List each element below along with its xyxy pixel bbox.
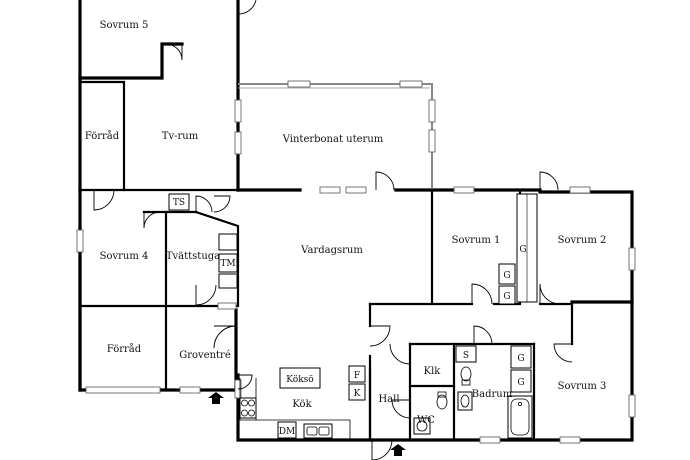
window-icon — [428, 129, 436, 153]
window-icon — [559, 436, 581, 444]
door-swing-icon — [371, 439, 393, 460]
bathtub-icon — [507, 395, 533, 439]
room-label-wc: WC — [417, 415, 435, 426]
room-label-badrum: Badrum — [472, 389, 513, 400]
door-swing-icon — [213, 195, 231, 213]
kitchen-island-label: Köksö — [286, 375, 313, 385]
room-label-sovrum1: Sovrum 1 — [452, 235, 501, 246]
tm-box — [218, 253, 238, 273]
window-icon — [345, 186, 367, 194]
room-label-sovrum2: Sovrum 2 — [558, 235, 607, 246]
room-label-sovrum4: Sovrum 4 — [100, 251, 149, 262]
ts-box — [168, 193, 190, 211]
storage-label: S — [463, 351, 469, 361]
fixtures: TS TM Köksö DM F K G G G — [168, 193, 538, 440]
room-label-klk: Klk — [424, 366, 442, 377]
window-icon — [76, 229, 84, 253]
entrance-arrow-icon — [390, 444, 406, 456]
dm-label: DM — [279, 427, 295, 437]
door-swing-icon — [369, 325, 391, 347]
room-label-forrad-top: Förråd — [85, 130, 120, 142]
tm-label: TM — [220, 259, 235, 269]
window-icon — [569, 186, 591, 194]
freezer-box — [348, 365, 366, 383]
wardrobe-box — [498, 285, 516, 305]
wardrobe-box — [510, 369, 532, 393]
room-label-vardagsrum: Vardagsrum — [300, 245, 363, 256]
window-icon — [234, 99, 242, 123]
door-swing-icon — [389, 343, 411, 365]
window-icon — [85, 386, 161, 394]
kitchen-island — [279, 367, 321, 389]
wardrobe-label: G — [517, 378, 524, 388]
wardrobe-box — [498, 263, 516, 285]
wardrobe-label: G — [503, 271, 510, 281]
door-swing-icon — [195, 195, 213, 213]
door-swing-icon — [93, 189, 115, 211]
fridge-box — [348, 383, 366, 401]
entrance-arrow-icon — [208, 392, 224, 404]
door-swing-icon — [213, 325, 237, 349]
wardrobe-label: G — [519, 245, 526, 255]
storage-box — [455, 345, 477, 363]
ts-label: TS — [173, 198, 185, 208]
window-icon — [399, 80, 423, 88]
room-label-kok: Kök — [292, 399, 312, 410]
door-swing-icon — [237, 0, 257, 15]
sink-icon — [303, 423, 333, 439]
fridge-label: K — [354, 389, 361, 399]
room-label-tv-rum: Tv-rum — [162, 131, 199, 142]
door-swing-icon — [375, 171, 395, 191]
room-label-sovrum3: Sovrum 3 — [558, 381, 607, 392]
window-icon — [287, 80, 311, 88]
door-swing-icon — [165, 43, 183, 61]
room-label-sovrum5: Sovrum 5 — [100, 20, 149, 31]
windows — [76, 80, 636, 444]
sink-icon — [413, 417, 431, 435]
dm-box — [277, 421, 297, 439]
window-icon — [234, 131, 242, 155]
wardrobe-label: G — [503, 292, 510, 302]
wardrobe-label: G — [517, 354, 524, 364]
door-swing-icon — [539, 283, 561, 305]
window-icon — [217, 302, 237, 310]
window-icon — [628, 247, 636, 271]
door-swing-icon — [473, 325, 493, 345]
room-label-hall: Hall — [378, 394, 399, 405]
window-icon — [628, 394, 636, 418]
window-icon — [179, 386, 201, 394]
door-swing-icon — [471, 283, 493, 305]
wardrobe-box — [510, 345, 532, 369]
stove-icon — [239, 397, 257, 419]
window-icon — [319, 186, 341, 194]
door-swing-icon — [195, 284, 217, 306]
room-label-tvattstuga: Tvättstuga — [166, 251, 220, 262]
tm-box-top — [218, 233, 238, 251]
toilet-icon — [436, 391, 448, 410]
sink-icon — [457, 391, 473, 411]
room-label-forrad-bottom: Förråd — [107, 343, 142, 355]
window-icon — [428, 99, 436, 123]
door-swing-icon — [143, 211, 161, 229]
room-labels: Sovrum 5 Förråd Tv-rum Vinterbonat uteru… — [85, 20, 607, 426]
room-label-groventre: Groventré — [179, 350, 231, 361]
door-swing-icon — [539, 171, 559, 191]
window-icon — [479, 436, 501, 444]
room-label-vinterbonat: Vinterbonat uterum — [282, 134, 384, 145]
door-swing-icon — [553, 343, 573, 363]
toilet-icon — [460, 366, 472, 386]
door-swing-icon — [391, 399, 411, 419]
window-icon — [453, 186, 475, 194]
freezer-label: F — [354, 371, 360, 381]
tm-box-bottom — [218, 273, 238, 289]
